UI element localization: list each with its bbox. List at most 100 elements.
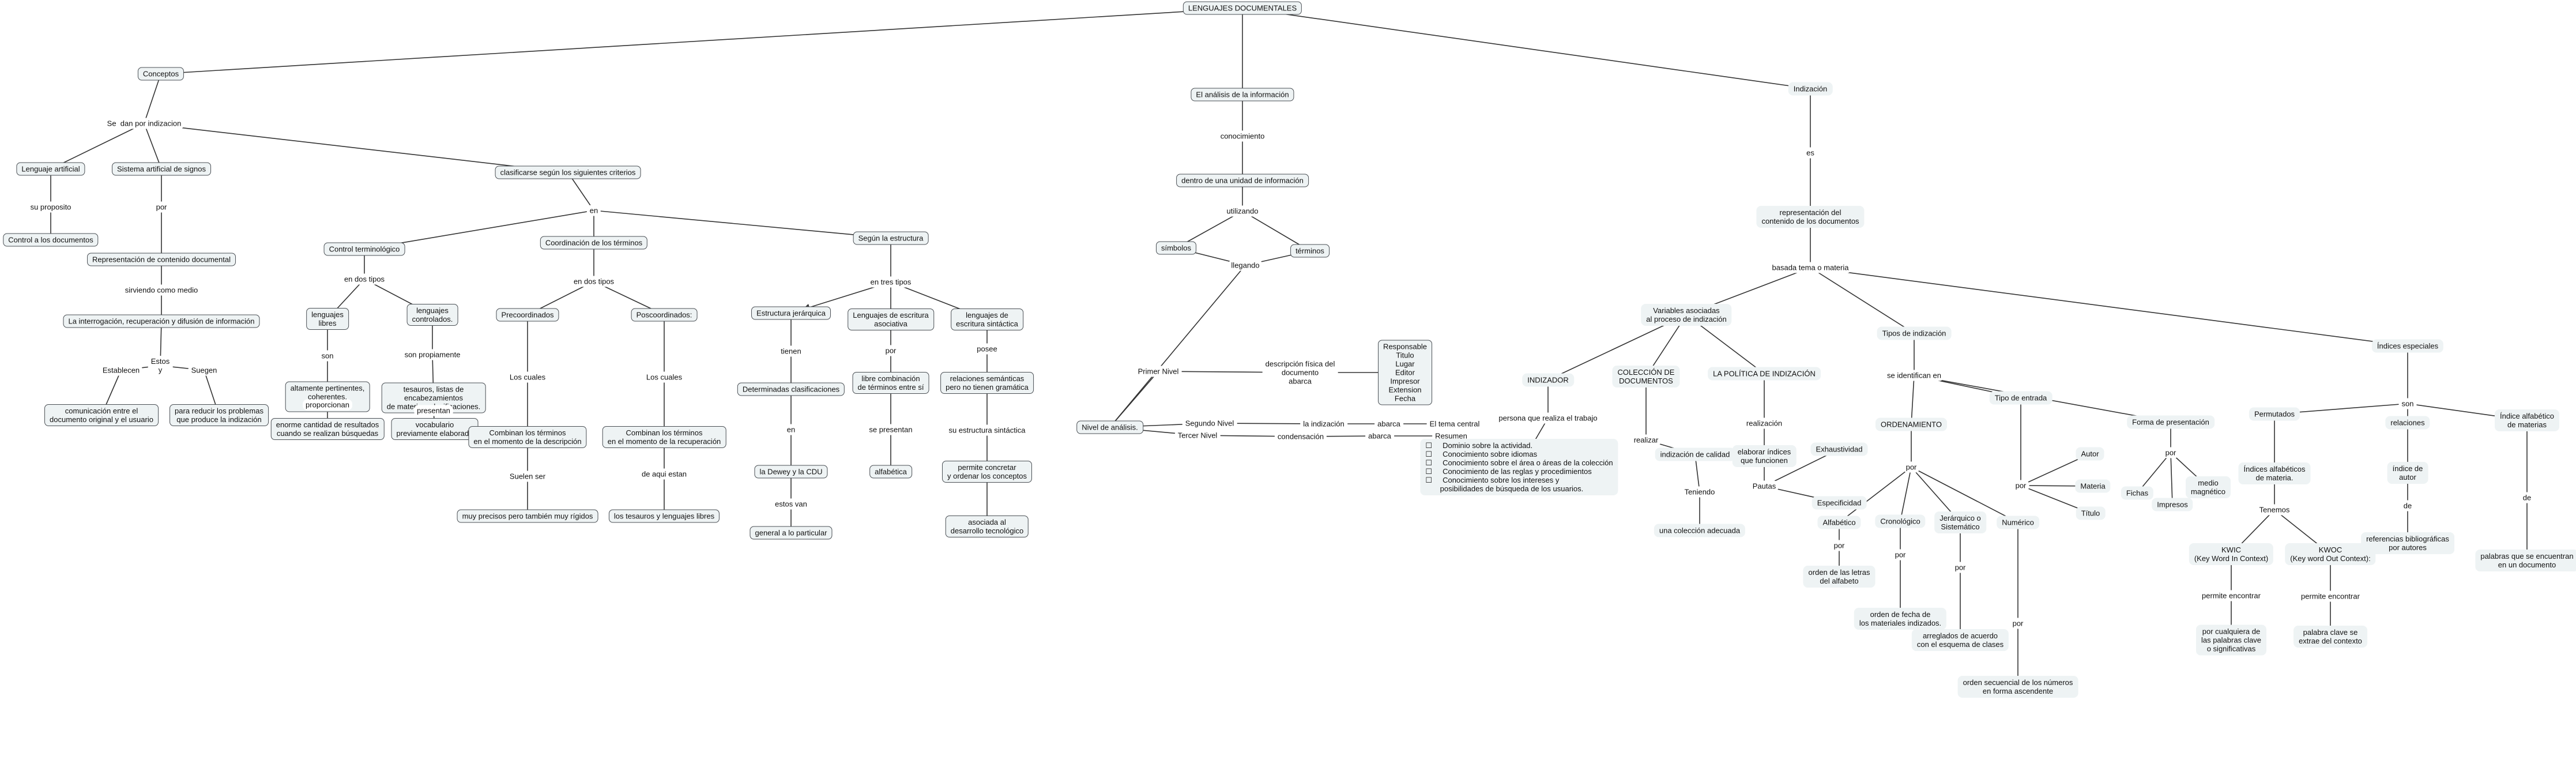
- node-se-presentan: se presentan: [866, 424, 916, 435]
- node-estr-jer: Estructura jerárquica: [751, 306, 831, 320]
- edge-se-dan-to-sist-art: [144, 123, 162, 170]
- node-dentro: dentro de una unidad de información: [1176, 174, 1309, 187]
- node-una-coleccion: una colección adecuada: [1654, 524, 1746, 537]
- node-alfabetico: Alfabético: [1817, 516, 1861, 529]
- node-alfabetica: alfabética: [869, 465, 912, 479]
- node-basada: basada tema o materia: [1769, 262, 1852, 273]
- node-presentan: presentan: [414, 405, 453, 416]
- node-conocimiento: conocimiento: [1217, 130, 1268, 142]
- node-condensacion: condensación: [1274, 431, 1327, 442]
- node-realizacion: realización: [1743, 417, 1786, 429]
- node-la-indizacion: la indización: [1300, 418, 1347, 430]
- node-coleccion: COLECCIÓN DE DOCUMENTOS: [1612, 366, 1680, 388]
- node-llegando: llegando: [1228, 259, 1263, 271]
- node-terminos: términos: [1290, 244, 1330, 258]
- node-coord-term: Coordinación de los términos: [540, 236, 648, 250]
- node-tema-central: El tema central: [1426, 418, 1483, 430]
- node-ordenamiento: ORDENAMIENTO: [1875, 417, 1947, 431]
- node-por5: por: [2162, 447, 2179, 458]
- node-enorme: enorme cantidad de resultados cuando se …: [270, 418, 385, 440]
- node-fichas: Fichas: [2121, 486, 2154, 500]
- node-poscoord: Poscoordinados:: [631, 308, 698, 322]
- edge-se-identifican-to-ordenamiento: [1911, 375, 1915, 425]
- edge-en1-to-control-term: [376, 210, 594, 250]
- node-det-clasif: Determinadas clasificaciones: [737, 382, 845, 396]
- edge-conceptos-to-se-dan: [144, 73, 161, 124]
- node-para-reducir: para reducir los problemas que produce l…: [170, 404, 269, 426]
- node-es: es: [1803, 147, 1817, 159]
- edge-en1-to-segun-estr: [593, 210, 879, 240]
- node-los-cuales2: Los cuales: [643, 371, 686, 383]
- node-desc-fisica: descripción física del documento abarca: [1262, 358, 1338, 387]
- node-palabra-clave: palabra clave se extrae del contexto: [2293, 626, 2367, 648]
- node-posee: posee: [974, 343, 1000, 355]
- node-kwic: KWIC (Key Word In Context): [2189, 543, 2274, 565]
- node-permite-enc1: permite encontrar: [2199, 590, 2264, 601]
- node-por2: por: [882, 345, 899, 356]
- node-realizar: realizar: [1630, 434, 1662, 446]
- node-estos-y: Estos y: [148, 356, 173, 375]
- node-clasif: clasificarse según los siguientes criter…: [495, 165, 641, 179]
- node-suegen: Suegen: [188, 364, 220, 376]
- node-los-tesauros: los tesauros y lenguajes libres: [608, 509, 720, 523]
- edge-por3-to-numerico: [1911, 466, 2018, 523]
- node-segundo-nivel: Segundo Nivel: [1182, 417, 1237, 429]
- node-de-aqui: de aqui estan: [638, 468, 690, 480]
- node-por6: por: [1831, 540, 1848, 551]
- node-en2: en: [784, 424, 799, 435]
- node-tienen: tienen: [778, 345, 804, 357]
- node-proporcionan: proporcionan: [303, 399, 352, 411]
- node-dominio: ☐ Dominio sobre la actividad. ☐ Conocimi…: [1420, 439, 1618, 495]
- node-pautas: Pautas: [1749, 480, 1779, 492]
- node-por7: por: [1892, 549, 1909, 560]
- node-especificidad: Especificidad: [1812, 496, 1867, 510]
- node-tenemos: Tenemos: [2256, 504, 2293, 516]
- edge-por3-to-alfabetico: [1839, 466, 1912, 523]
- node-teniendo: Teniendo: [1681, 486, 1718, 498]
- node-vocabulario: vocabulario previamente elaborado: [391, 418, 479, 440]
- node-sirviendo: sirviendo como medio: [122, 284, 201, 296]
- node-tipo-entrada: Tipo de entrada: [1989, 391, 2052, 405]
- edge-basada-to-tipos-indiz: [1810, 267, 1915, 334]
- node-cronologico: Cronológico: [1875, 514, 1926, 528]
- node-palabras-enc: palabras que se encuentran en un documen…: [2475, 550, 2576, 571]
- node-los-cuales1: Los cuales: [506, 371, 549, 383]
- node-persona: persona que realiza el trabajo: [1496, 412, 1600, 424]
- node-politica: LA POLÍTICA DE INDIZACIÓN: [1708, 367, 1821, 381]
- node-indizador: INDIZADOR: [1522, 373, 1574, 387]
- node-titulo: Título: [2076, 506, 2106, 520]
- node-indices-esp: Índices especiales: [2371, 339, 2444, 353]
- node-suelen-ser: Suelen ser: [506, 471, 549, 482]
- node-asociada: asociada al desarrollo tecnológico: [945, 516, 1029, 537]
- node-resumen: Resumen: [1432, 430, 1470, 442]
- node-jerarquico: Jerárquico o Sistemático: [1934, 511, 1986, 533]
- node-leng-sint: lenguajes de escritura sintáctica: [951, 309, 1023, 330]
- node-por3: por: [1903, 461, 1920, 473]
- node-variables: Variables asociadas al proceso de indiza…: [1641, 304, 1732, 326]
- node-indiz-calidad: indización de calidad: [1655, 447, 1735, 461]
- node-son2: son: [2398, 398, 2417, 409]
- node-su-estr-sint: su estructura sintáctica: [946, 424, 1029, 436]
- node-en-tres-tipos: en tres tipos: [867, 276, 914, 288]
- node-permite-concretar: permite concretar y ordenar los concepto…: [941, 461, 1033, 483]
- node-primer-nivel: Primer Nivel: [1135, 366, 1182, 377]
- node-leng-art: Lenguaje artificial: [16, 162, 85, 176]
- edge-por3-to-cronologico: [1900, 466, 1912, 522]
- node-rel-sem: relaciones semánticas pero no tienen gra…: [940, 372, 1034, 394]
- node-comunicacion: comunicación entre el documento original…: [44, 404, 159, 426]
- node-orden-sec: orden secuencial de los números en forma…: [1957, 676, 2078, 698]
- node-materia: Materia: [2075, 479, 2111, 493]
- node-indices-alfa: Índices alfabéticos de materia.: [2238, 462, 2311, 484]
- node-tercer-nivel: Tercer Nivel: [1174, 430, 1221, 441]
- node-utilizando: utilizando: [1223, 205, 1261, 217]
- node-por-cualquiera: por cualquiera de las palabras clave o s…: [2195, 624, 2267, 656]
- node-segun-estr: Según la estructura: [853, 231, 929, 245]
- node-precoord: Precoordinados: [496, 308, 559, 322]
- node-son-propiamente: son propiamente: [401, 349, 464, 360]
- edge-nivel-analisis-to-primer-nivel: [1109, 371, 1159, 428]
- node-numerico: Numérico: [1997, 516, 2039, 529]
- node-interrog: La interrogación, recuperación y difusió…: [63, 314, 260, 328]
- node-forma-pres: Forma de presentación: [2127, 415, 2215, 429]
- node-abarca1: abarca: [1374, 418, 1403, 430]
- node-medio-mag: medio magnético: [2186, 476, 2231, 498]
